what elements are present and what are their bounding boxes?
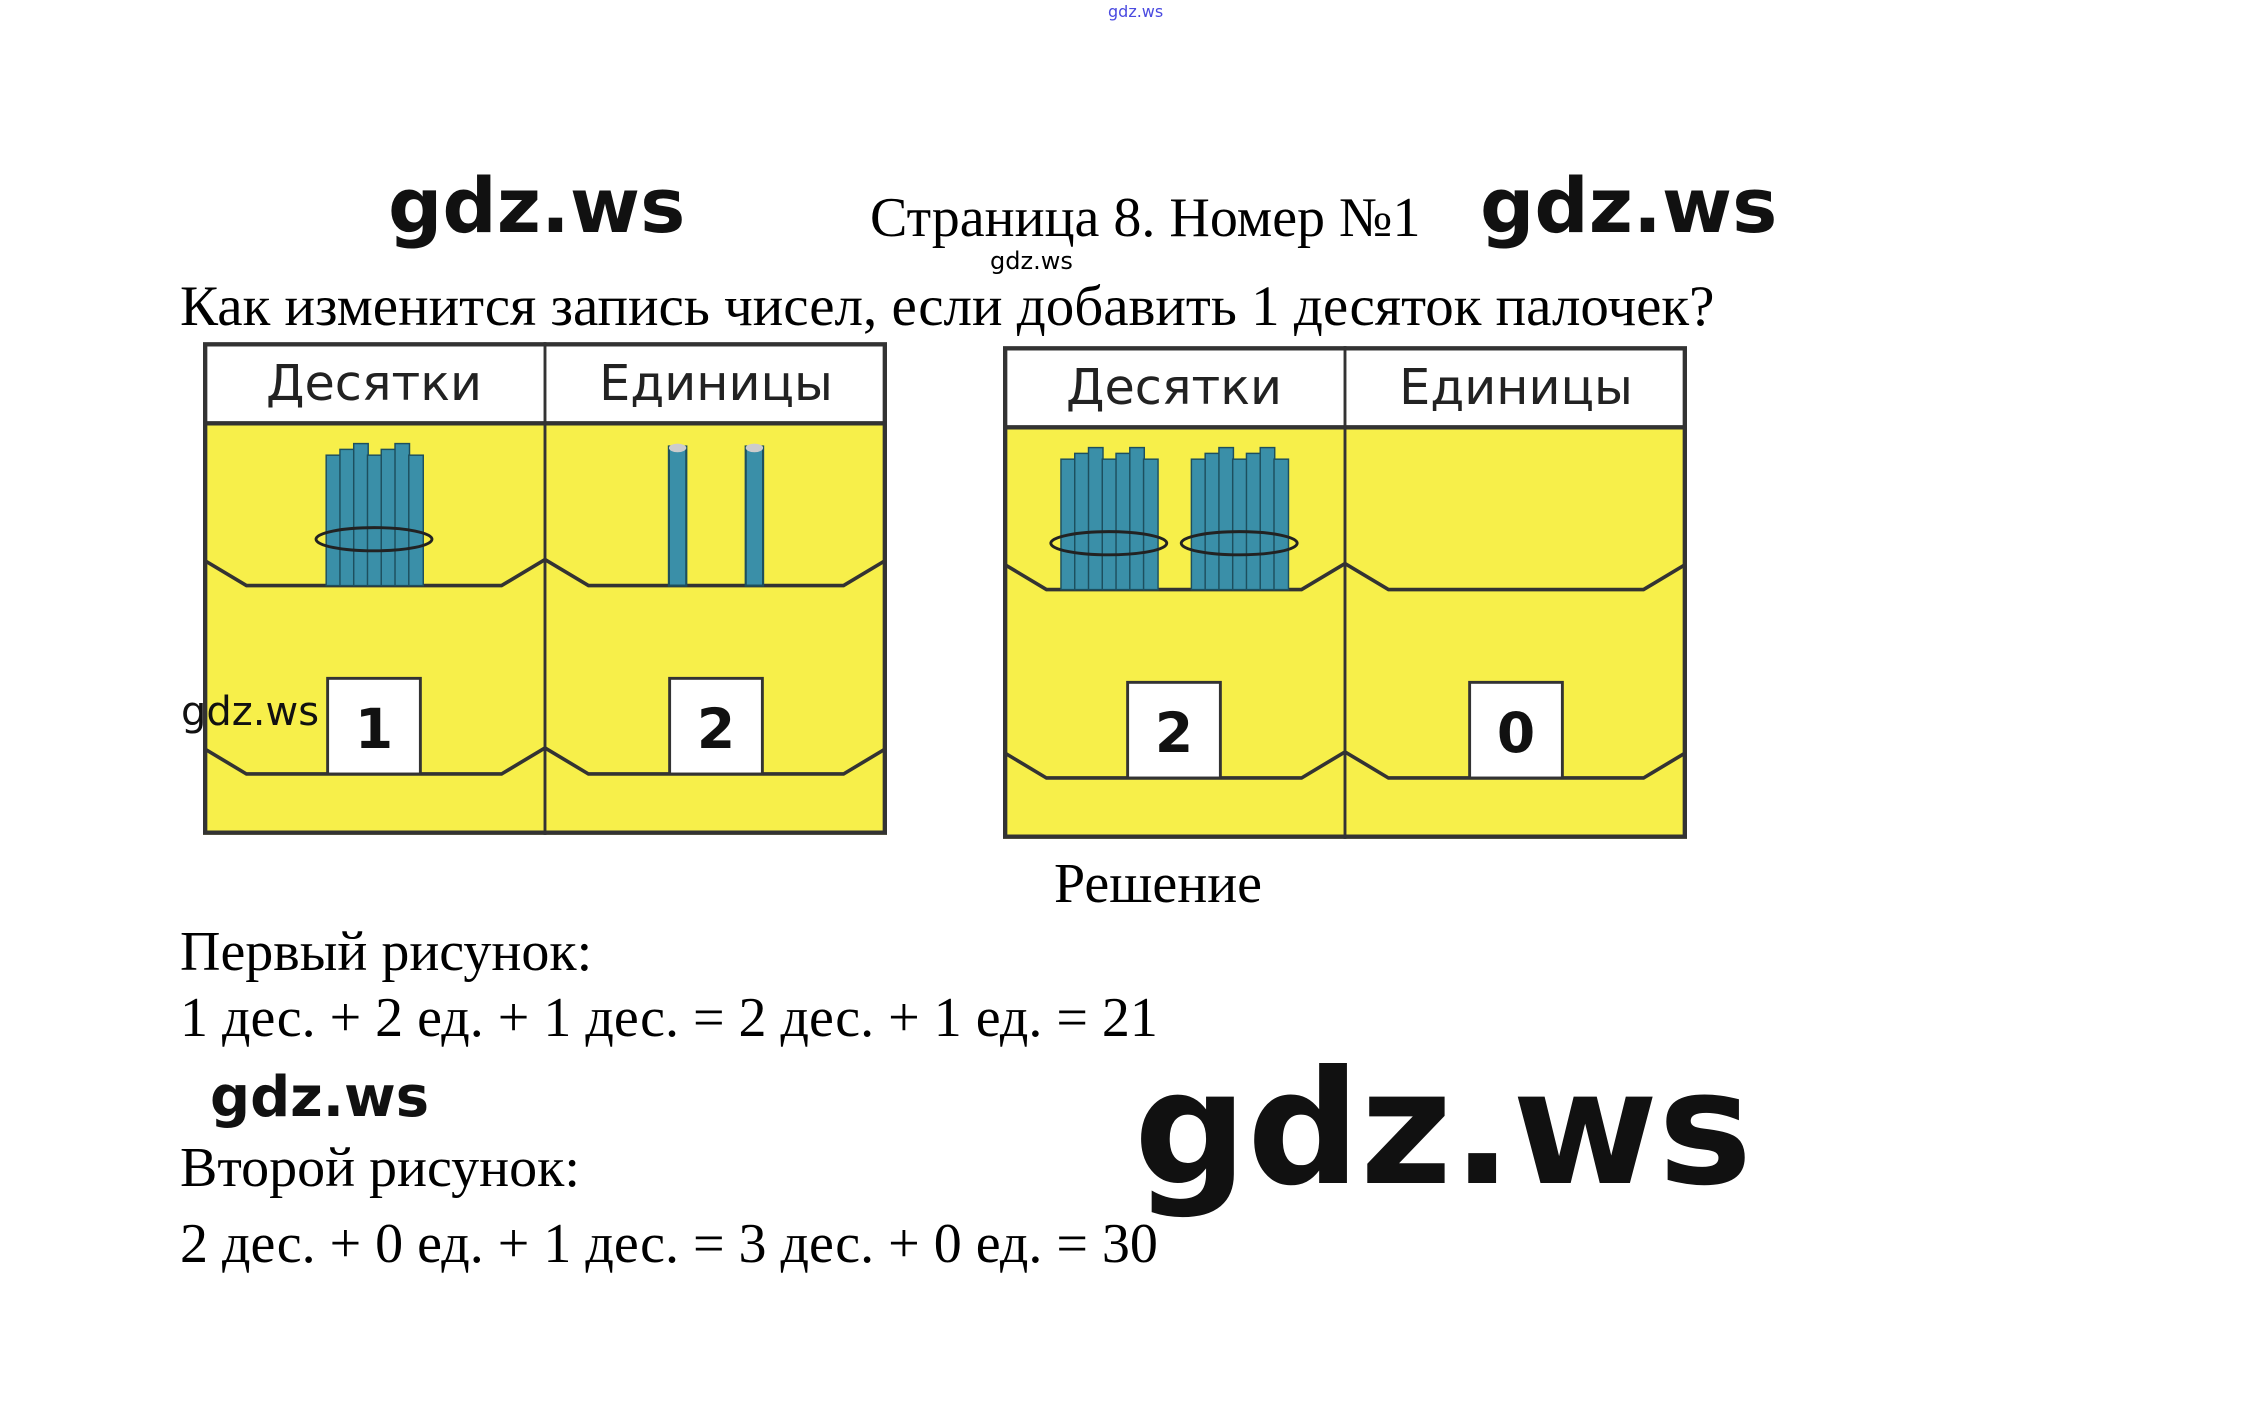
bundle-stick (1190, 458, 1207, 591)
bundle-stick (352, 442, 369, 587)
bundle-band (1049, 530, 1169, 557)
figure-border (1003, 346, 1687, 839)
column-header: Единицы (1399, 358, 1633, 416)
watermark-question: gdz.ws (990, 247, 1073, 275)
watermark-top: gdz.ws (1108, 2, 1164, 21)
second-figure-label: Второй рисунок: (180, 1137, 580, 1199)
solution-heading: Решение (1054, 853, 1263, 915)
figure-border (203, 342, 887, 835)
bundle-stick (366, 454, 383, 587)
watermark-table: gdz.ws (181, 689, 320, 735)
column-0: Десятки 1 (203, 354, 546, 776)
watermark-solution: gdz.ws (210, 1065, 430, 1130)
figure-1: Десятки 1 Единицы 2 (203, 342, 887, 835)
pocket-line (1003, 561, 1346, 592)
stick-bundle (1179, 446, 1299, 591)
stick-bundle (1049, 446, 1169, 591)
digit-card (326, 676, 422, 776)
digit-value: 2 (697, 697, 735, 761)
bundle-stick (325, 454, 342, 587)
single-stick (667, 445, 688, 587)
column-header: Единицы (599, 354, 833, 412)
digit-value: 1 (355, 697, 393, 761)
bundle-band (314, 526, 434, 553)
column-header: Десятки (266, 354, 482, 412)
column-header: Десятки (1066, 358, 1282, 416)
bundle-stick (1101, 458, 1118, 591)
bundle-stick (380, 448, 397, 587)
watermark-big: gdz.ws (1134, 1037, 1753, 1221)
bundle-band (1179, 530, 1299, 557)
bundle-stick (1273, 458, 1290, 591)
page-title: Страница 8. Номер №1 (870, 187, 1421, 249)
bundle-stick (1087, 446, 1104, 591)
digit-card (1126, 680, 1222, 780)
bundle-stick (1245, 452, 1262, 591)
bundle-stick (1060, 458, 1077, 591)
column-0: Десятки 2 (1003, 358, 1346, 780)
bundle-stick (408, 454, 424, 587)
bundle-stick (394, 442, 411, 587)
bundle-stick (1204, 452, 1221, 591)
second-figure-equation: 2 дес. + 0 ед. + 1 дес. = 3 дес. + 0 ед.… (180, 1213, 1158, 1275)
first-figure-equation: 1 дес. + 2 ед. + 1 дес. = 2 дес. + 1 ед.… (180, 987, 1158, 1049)
bundle-stick (1142, 458, 1159, 591)
pocket-line (1344, 561, 1687, 592)
pocket-line (544, 557, 887, 588)
bundle-stick (1218, 446, 1235, 591)
figure-2: Десятки 2 Единицы 0 (1003, 346, 1687, 839)
bundle-stick (339, 448, 356, 587)
digit-value: 2 (1155, 701, 1193, 765)
bundle-stick (1129, 446, 1146, 591)
watermark-title-left: gdz.ws (388, 161, 686, 250)
digit-value: 0 (1497, 701, 1535, 765)
single-stick (744, 445, 765, 587)
bundle-stick (1074, 452, 1090, 591)
digit-card (1468, 680, 1564, 780)
stick-end (745, 443, 764, 453)
stick-end (668, 443, 687, 453)
first-figure-label: Первый рисунок: (180, 921, 593, 983)
bundle-stick (1259, 446, 1276, 591)
bundle-stick (1115, 452, 1132, 591)
column-1: Единицы 0 (1344, 358, 1687, 780)
stick-bundle (314, 442, 434, 587)
question-text: Как изменится запись чисел, если добавит… (180, 275, 1715, 338)
watermark-title-right: gdz.ws (1480, 161, 1778, 250)
bundle-stick (1231, 458, 1248, 591)
digit-card (668, 676, 764, 776)
column-1: Единицы 2 (544, 354, 887, 776)
